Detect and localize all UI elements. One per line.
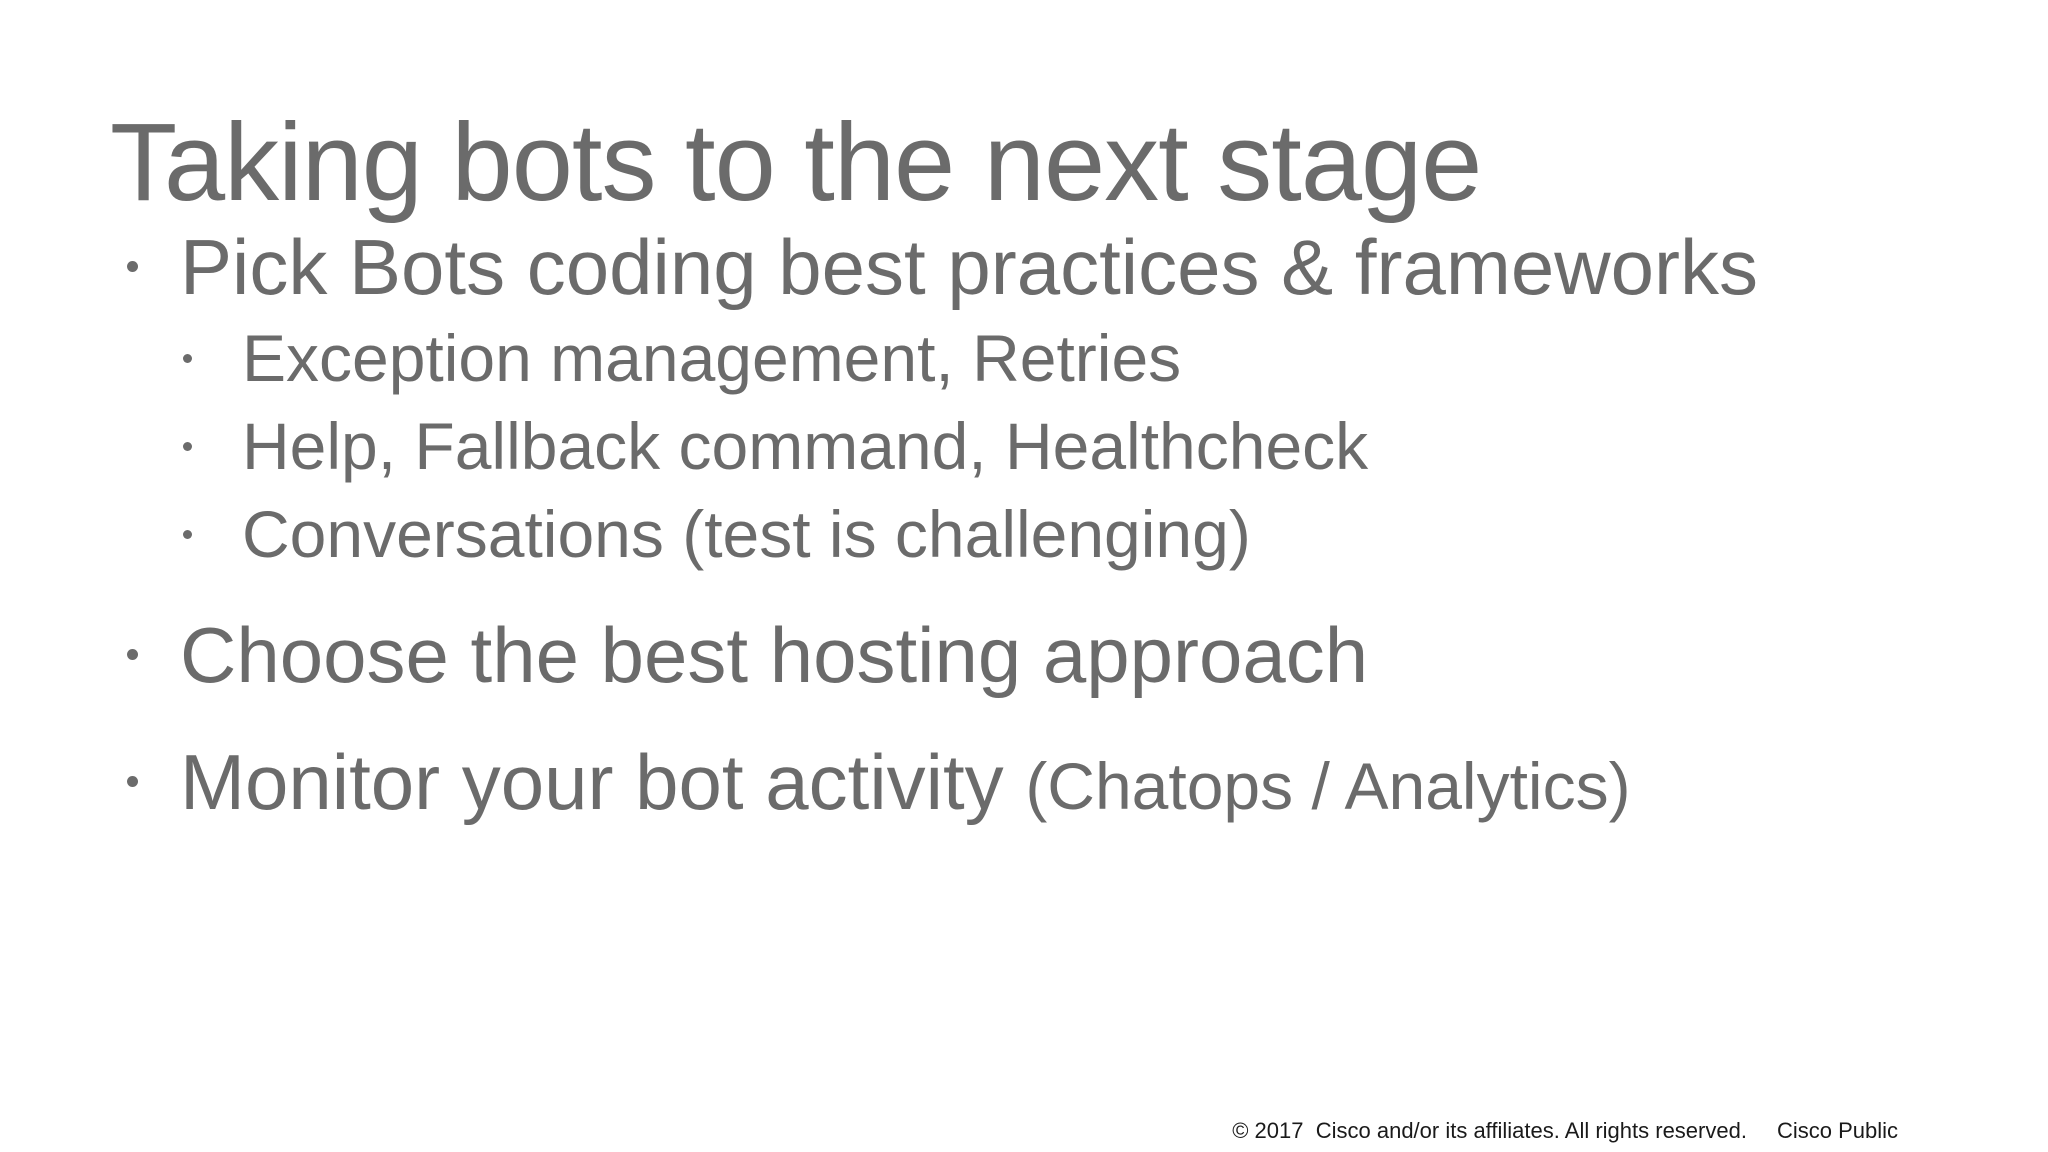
bullet-text-main: Monitor your bot activity [180,738,1026,826]
bullet-text: Conversations (test is challenging) [242,497,1251,571]
bullet-icon [183,354,192,363]
slide-title: Taking bots to the next stage [110,100,1482,224]
bullet-icon [127,776,138,787]
bullet-text: Help, Fallback command, Healthcheck [242,409,1369,483]
bullet-text: Pick Bots coding best practices & framew… [180,223,1758,311]
bullet-icon [183,530,192,539]
bullet-icon [127,261,138,272]
bullet-icon [127,649,138,660]
footer: © 2017 Cisco and/or its affiliates. All … [1232,1118,1898,1144]
footer-copyright: © 2017 Cisco and/or its affiliates. All … [1232,1118,1747,1143]
bullet-icon [183,442,192,451]
footer-classification: Cisco Public [1776,1118,1898,1143]
bullet-text: Choose the best hosting approach [180,611,1369,699]
bullet-text: Exception management, Retries [242,321,1182,395]
bullet-text-suffix: (Chatops / Analytics) [1025,749,1631,823]
bullet-text: Monitor your bot activity (Chatops / Ana… [180,738,1631,826]
